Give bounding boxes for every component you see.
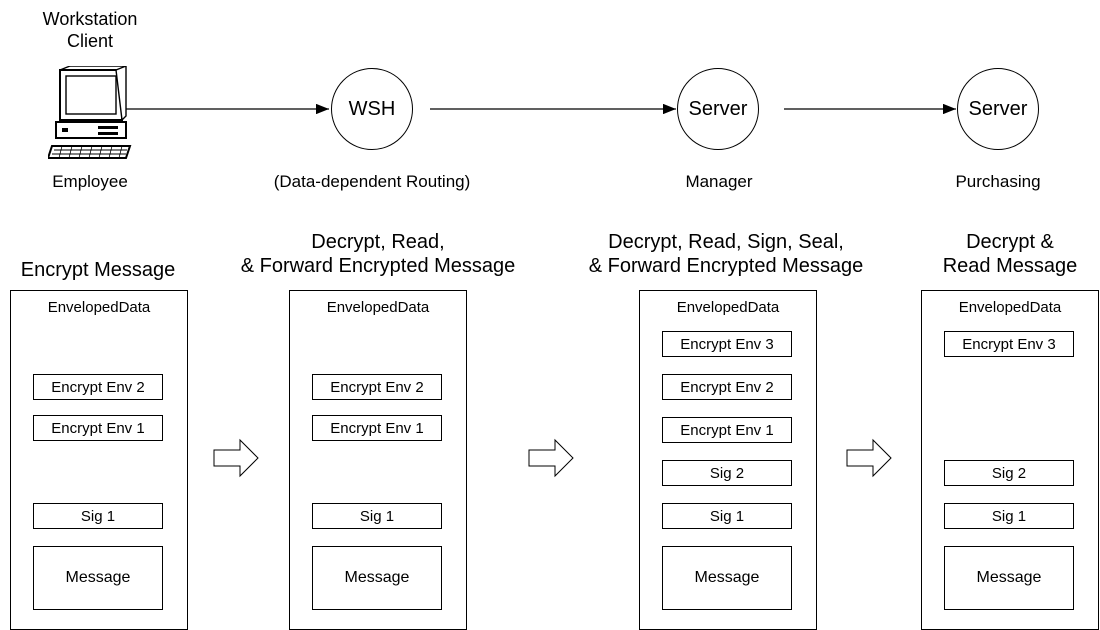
stage-4-item-sig-2: Sig 2: [944, 460, 1074, 486]
stage-3-title: Decrypt, Read, Sign, Seal, & Forward Enc…: [588, 231, 864, 277]
stage-2-title: Decrypt, Read, & Forward Encrypted Messa…: [240, 231, 516, 277]
stage-2-item-sig-1: Sig 1: [312, 503, 442, 529]
stage-1-message: Message: [33, 546, 163, 610]
stage-3-item-sig-2: Sig 2: [662, 460, 792, 486]
stage-3-item-encrypt-env-2: Encrypt Env 2: [662, 374, 792, 400]
node-server-manager-label: Server: [688, 97, 748, 120]
stage-1-title: Encrypt Message: [20, 259, 176, 281]
stage-4-title: Decrypt & Read Message: [942, 231, 1078, 277]
stage-1-item-sig-1: Sig 1: [33, 503, 163, 529]
node-server-purchasing-caption: Purchasing: [955, 172, 1041, 191]
stage-4-header: EnvelopedData: [958, 299, 1062, 316]
stage-3-header: EnvelopedData: [676, 299, 780, 316]
stage-2-item-encrypt-env-1: Encrypt Env 1: [312, 415, 442, 441]
node-server-manager-caption: Manager: [685, 172, 753, 191]
stage-4-envelope: EnvelopedData Encrypt Env 3 Sig 2 Sig 1 …: [921, 290, 1099, 630]
computer-icon: [48, 66, 132, 159]
stage-1-item-encrypt-env-1: Encrypt Env 1: [33, 415, 163, 441]
node-server-manager: Server: [677, 68, 759, 150]
stage-1-header: EnvelopedData: [47, 299, 151, 316]
transition-arrow-1: [213, 438, 259, 478]
node-server-purchasing-label: Server: [968, 97, 1028, 120]
stage-3-item-encrypt-env-1: Encrypt Env 1: [662, 417, 792, 443]
transition-arrow-2: [528, 438, 574, 478]
stage-2-envelope: EnvelopedData Encrypt Env 2 Encrypt Env …: [289, 290, 467, 630]
stage-2-item-encrypt-env-2: Encrypt Env 2: [312, 374, 442, 400]
transition-arrow-3: [846, 438, 892, 478]
stage-4-item-sig-1: Sig 1: [944, 503, 1074, 529]
node-wsh-caption: (Data-dependent Routing): [273, 172, 471, 191]
stage-4-message: Message: [944, 546, 1074, 610]
stage-1-envelope: EnvelopedData Encrypt Env 2 Encrypt Env …: [10, 290, 188, 630]
stage-3-item-sig-1: Sig 1: [662, 503, 792, 529]
stage-1-item-encrypt-env-2: Encrypt Env 2: [33, 374, 163, 400]
stage-3-message: Message: [662, 546, 792, 610]
stage-3-envelope: EnvelopedData Encrypt Env 3 Encrypt Env …: [639, 290, 817, 630]
flow-arrows: [126, 103, 956, 115]
stage-2-header: EnvelopedData: [326, 299, 430, 316]
node-wsh-label: WSH: [348, 97, 396, 120]
stage-2-message: Message: [312, 546, 442, 610]
client-title: Workstation Client: [42, 9, 138, 51]
node-wsh: WSH: [331, 68, 413, 150]
stage-4-item-encrypt-env-3: Encrypt Env 3: [944, 331, 1074, 357]
node-server-purchasing: Server: [957, 68, 1039, 150]
client-caption: Employee: [52, 172, 128, 191]
stage-3-item-encrypt-env-3: Encrypt Env 3: [662, 331, 792, 357]
